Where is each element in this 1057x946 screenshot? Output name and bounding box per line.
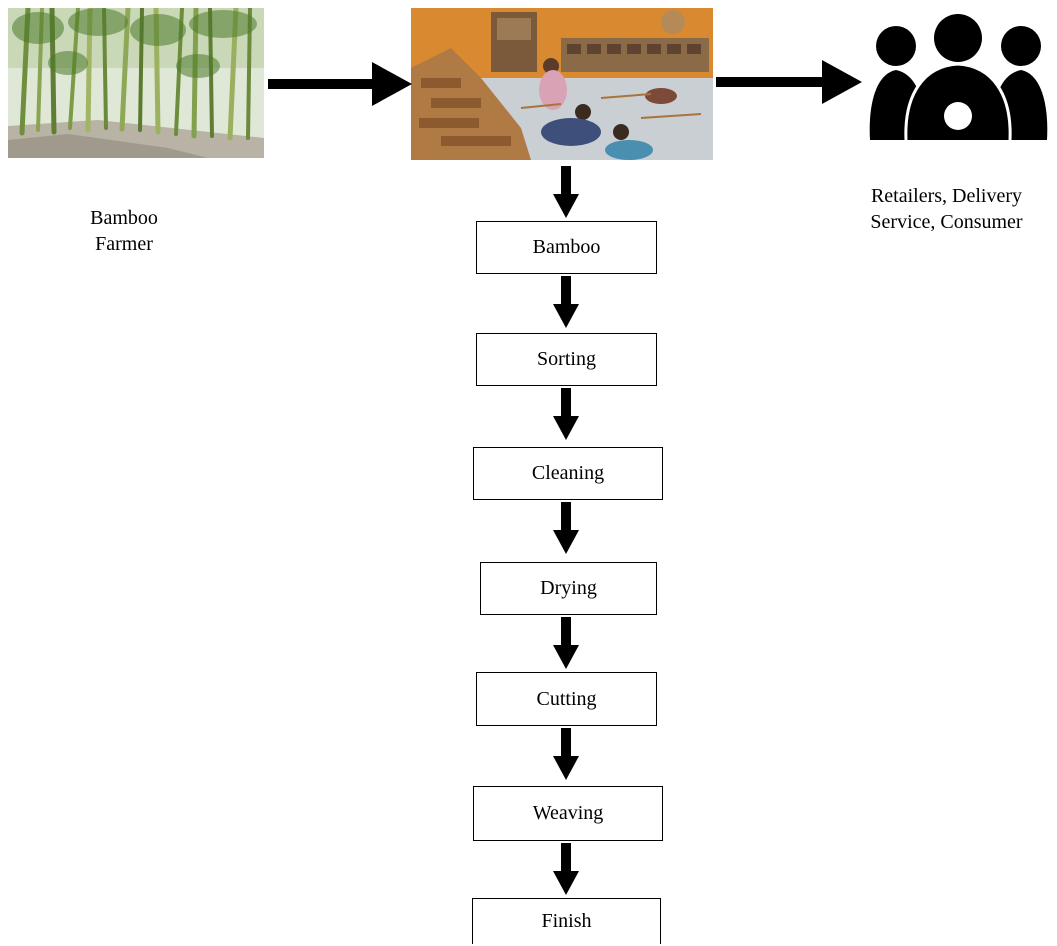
people-group-icon — [869, 14, 1048, 141]
step-bamboo-label: Bamboo — [532, 236, 601, 258]
step-finish-label: Finish — [541, 910, 592, 932]
step-cutting: Cutting — [476, 672, 657, 726]
bamboo-grove-illustration — [8, 8, 264, 158]
step-bamboo: Bamboo — [476, 221, 657, 274]
farmer-label-line1: Bamboo — [90, 207, 158, 229]
arrow-workshop-to-bamboo — [553, 166, 579, 218]
consumers-label-line2: Service, Consumer — [870, 211, 1023, 233]
consumers-group — [866, 8, 1051, 148]
step-weaving: Weaving — [473, 786, 663, 841]
arrow-workshop-to-consumers — [716, 60, 862, 104]
step-weaving-label: Weaving — [532, 802, 604, 824]
bamboo-farm-photo — [8, 8, 264, 158]
farmer-label-line2: Farmer — [95, 233, 153, 255]
workshop-illustration — [411, 8, 713, 160]
consumers-label-line1: Retailers, Delivery — [870, 185, 1023, 207]
arrow-cleaning-to-drying — [553, 502, 579, 554]
step-finish: Finish — [472, 898, 661, 944]
consumers-label: Retailers, Delivery Service, Consumer — [836, 183, 1057, 235]
step-cutting-label: Cutting — [536, 687, 597, 710]
arrow-farmer-to-workshop — [268, 62, 412, 106]
arrow-cutting-to-weaving — [553, 728, 579, 780]
weaving-workshop-photo — [411, 8, 713, 160]
arrow-weaving-to-finish — [553, 843, 579, 895]
step-drying: Drying — [480, 562, 657, 615]
step-cleaning: Cleaning — [473, 447, 663, 500]
step-drying-label: Drying — [540, 577, 597, 599]
arrow-drying-to-cutting — [553, 617, 579, 669]
arrow-bamboo-to-sorting — [553, 276, 579, 328]
arrow-sorting-to-cleaning — [553, 388, 579, 440]
step-sorting-label: Sorting — [537, 348, 596, 370]
step-sorting: Sorting — [476, 333, 657, 386]
farmer-label: Bamboo Farmer — [64, 205, 184, 257]
step-cleaning-label: Cleaning — [531, 462, 605, 484]
